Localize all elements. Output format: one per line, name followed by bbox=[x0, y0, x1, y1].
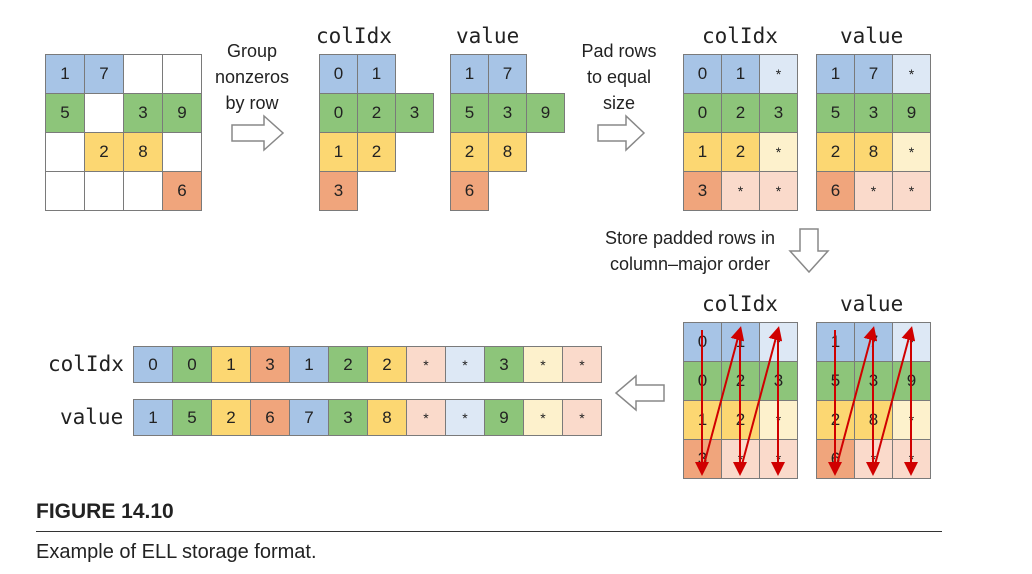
flat-value-cell: * bbox=[406, 399, 446, 436]
flat-value-cell: * bbox=[562, 399, 602, 436]
grouped-value-cell: 2 bbox=[450, 132, 489, 172]
padded-colidx-cell: 1 bbox=[721, 54, 760, 94]
label-line: column–major order bbox=[609, 254, 771, 274]
flat-value-cell: 7 bbox=[289, 399, 329, 436]
right-arrow-icon bbox=[597, 114, 646, 152]
flat-colidx-cell: * bbox=[523, 346, 563, 383]
title-grouped-value: value bbox=[456, 24, 520, 48]
label-line: Pad rows bbox=[581, 41, 657, 61]
title-padded-colidx: colIdx bbox=[702, 24, 778, 48]
flat-colidx-cell: 0 bbox=[133, 346, 173, 383]
flat-colidx-cell: * bbox=[406, 346, 446, 383]
flat-colidx-cell: 0 bbox=[172, 346, 212, 383]
traversal-arrow-0-diag-0 bbox=[701, 326, 745, 473]
flat-colidx-label: colIdx bbox=[48, 352, 124, 376]
dense-matrix-cell bbox=[84, 171, 124, 211]
label-line: by row bbox=[225, 93, 279, 113]
title-padded-value: value bbox=[840, 24, 904, 48]
right-arrow-icon bbox=[231, 114, 285, 152]
label-line: nonzeros bbox=[214, 67, 290, 87]
traversal-arrow-1-diag-1 bbox=[872, 326, 916, 473]
padded-colidx-cell: * bbox=[759, 132, 798, 172]
grouped-colidx-cell: 1 bbox=[357, 54, 396, 94]
label-line: Store padded rows in bbox=[604, 228, 776, 248]
padded-value-cell: 6 bbox=[816, 171, 855, 211]
title-grouped-colidx: colIdx bbox=[316, 24, 392, 48]
grouped-colidx-cell: 0 bbox=[319, 93, 358, 133]
dense-matrix-cell bbox=[45, 132, 85, 172]
label-line: Group bbox=[226, 41, 278, 61]
grouped-colidx-cell: 2 bbox=[357, 132, 396, 172]
dense-matrix-cell: 8 bbox=[123, 132, 163, 172]
flat-colidx-cell: 3 bbox=[484, 346, 524, 383]
grouped-value-cell: 8 bbox=[488, 132, 527, 172]
flat-value-label: value bbox=[60, 405, 124, 429]
padded-value-cell: * bbox=[892, 54, 931, 94]
padded-value-cell: 9 bbox=[892, 93, 931, 133]
dense-matrix-cell bbox=[45, 171, 85, 211]
padded-colidx-cell: 3 bbox=[759, 93, 798, 133]
flat-value-cell: 8 bbox=[367, 399, 407, 436]
flat-value-cell: 3 bbox=[328, 399, 368, 436]
grouped-colidx-cell: 0 bbox=[319, 54, 358, 94]
traversal-arrow-1-diag-0 bbox=[834, 326, 878, 473]
label-group-nonzeros: Group nonzeros by row bbox=[203, 38, 301, 116]
padded-colidx-cell: 1 bbox=[683, 132, 722, 172]
padded-colidx-cell: 0 bbox=[683, 54, 722, 94]
title-colmajor-value: value bbox=[840, 292, 904, 316]
label-pad-rows: Pad rows to equal size bbox=[570, 38, 668, 116]
padded-value-cell: 7 bbox=[854, 54, 893, 94]
padded-value-cell: 3 bbox=[854, 93, 893, 133]
padded-value-cell: 8 bbox=[854, 132, 893, 172]
label-store-padded: Store padded rows in column–major order bbox=[590, 225, 790, 277]
padded-value-cell: * bbox=[892, 171, 931, 211]
grouped-value-cell: 9 bbox=[526, 93, 565, 133]
flat-value-cell: * bbox=[445, 399, 485, 436]
padded-value-cell: * bbox=[892, 132, 931, 172]
dense-matrix-cell: 9 bbox=[162, 93, 202, 133]
flat-value-cell: 1 bbox=[133, 399, 173, 436]
label-line: size bbox=[602, 93, 635, 113]
flat-colidx-cell: 3 bbox=[250, 346, 290, 383]
padded-colidx-cell: * bbox=[759, 171, 798, 211]
down-arrow-icon bbox=[788, 228, 830, 274]
flat-colidx-cell: 2 bbox=[328, 346, 368, 383]
figure-title: FIGURE 14.10 bbox=[36, 500, 174, 523]
flat-value-cell: 5 bbox=[172, 399, 212, 436]
traversal-arrow-0-diag-1 bbox=[739, 326, 783, 473]
label-line: to equal bbox=[586, 67, 652, 87]
grouped-value-cell: 6 bbox=[450, 171, 489, 211]
grouped-colidx-cell: 3 bbox=[395, 93, 434, 133]
figure-caption: Example of ELL storage format. bbox=[36, 541, 317, 563]
flat-colidx-cell: * bbox=[445, 346, 485, 383]
grouped-value-cell: 1 bbox=[450, 54, 489, 94]
flat-value-cell: * bbox=[523, 399, 563, 436]
dense-matrix-cell: 6 bbox=[162, 171, 202, 211]
dense-matrix-cell: 1 bbox=[45, 54, 85, 94]
padded-value-cell: * bbox=[854, 171, 893, 211]
dense-matrix-cell bbox=[162, 132, 202, 172]
dense-matrix-cell bbox=[123, 171, 163, 211]
grouped-value-cell: 7 bbox=[488, 54, 527, 94]
left-arrow-icon bbox=[614, 374, 665, 412]
grouped-colidx-cell: 3 bbox=[319, 171, 358, 211]
figure-divider bbox=[36, 531, 942, 532]
dense-matrix-cell: 2 bbox=[84, 132, 124, 172]
flat-colidx-cell: 2 bbox=[367, 346, 407, 383]
flat-colidx-cell: * bbox=[562, 346, 602, 383]
title-colmajor-colidx: colIdx bbox=[702, 292, 778, 316]
